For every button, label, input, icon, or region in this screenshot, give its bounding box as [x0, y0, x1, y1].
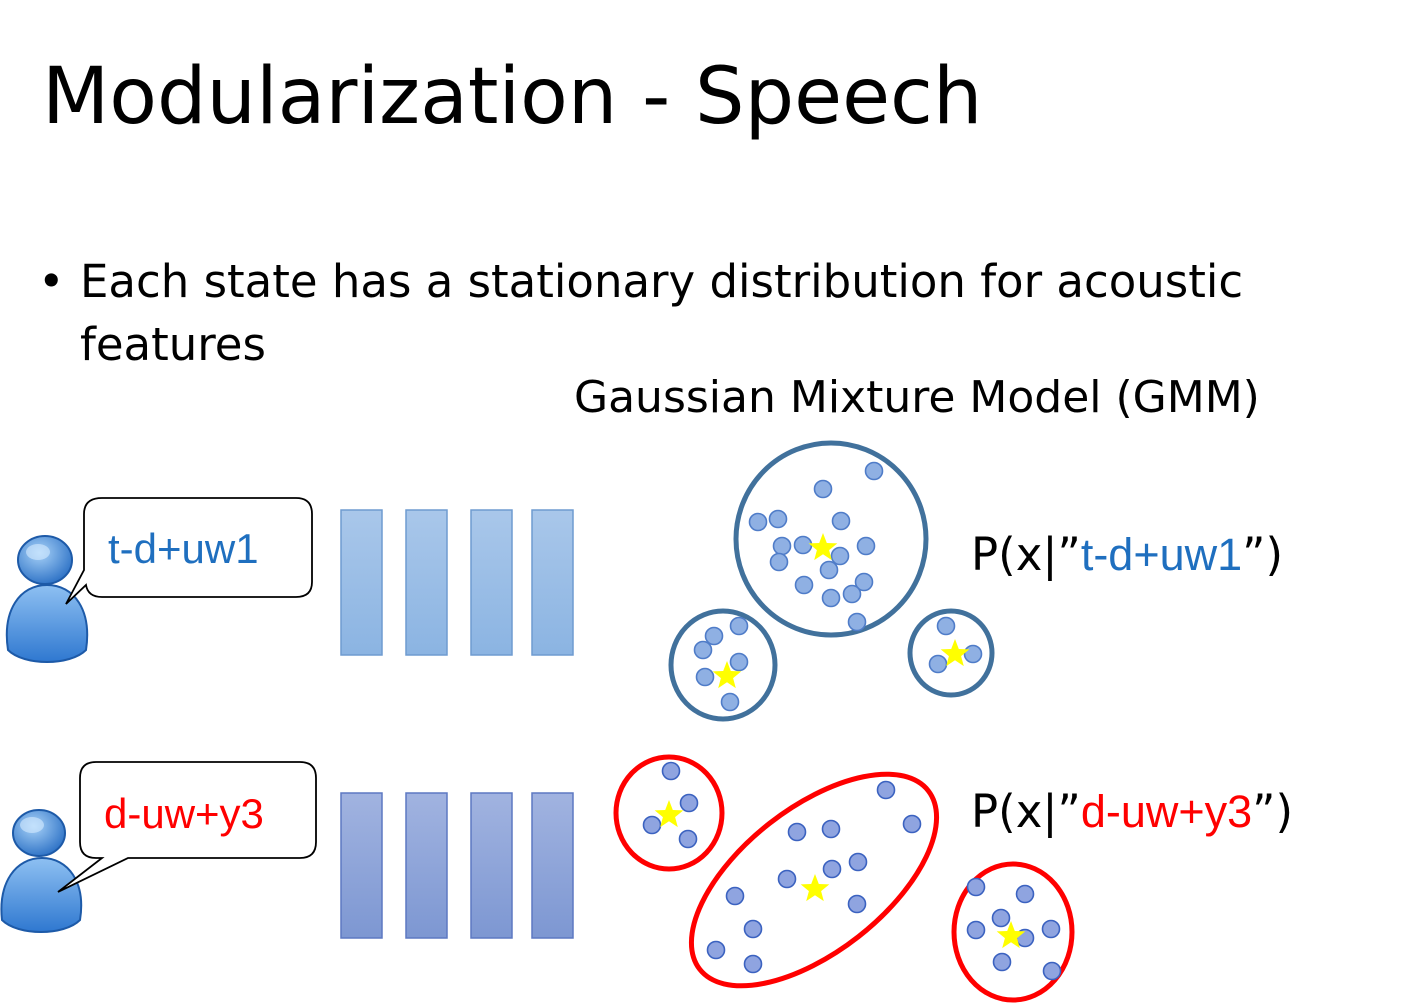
dot-icon [936, 616, 956, 636]
dot-icon [729, 616, 749, 636]
dot-icon [661, 761, 681, 781]
dot-icon [1015, 884, 1035, 904]
dot-icon [787, 822, 807, 842]
dot-icon [842, 584, 862, 604]
dot-icon [822, 859, 842, 879]
prob-suffix: ”) [1252, 785, 1294, 838]
dot-icon [1041, 919, 1061, 939]
state-label-2: d-uw+y3 [104, 790, 264, 837]
dot-icon [729, 652, 749, 672]
gaussian-component [668, 608, 778, 722]
feature-vector [531, 509, 574, 656]
speech-bubble [65, 497, 313, 605]
dot-icon [854, 572, 874, 592]
sample-points-2 [642, 761, 1062, 981]
person-icon [0, 809, 83, 933]
probability-label-1: P(x|”t-d+uw1”) [971, 528, 1283, 581]
dot-icon [992, 952, 1012, 972]
dot-icon [966, 920, 986, 940]
feature-vector [405, 509, 448, 656]
feature-vector [531, 792, 574, 939]
feature-vectors [340, 792, 574, 939]
dot-icon [819, 560, 839, 580]
dot-icon [725, 886, 745, 906]
dot-icon [902, 814, 922, 834]
dot-icon [831, 511, 851, 531]
dot-icon [830, 546, 850, 566]
dot-icon [876, 780, 896, 800]
dot-icon [777, 869, 797, 889]
dot-icon [679, 793, 699, 813]
dot-icon [704, 626, 724, 646]
dot-icon [794, 575, 814, 595]
feature-vector [470, 509, 513, 656]
dot-icon [768, 509, 788, 529]
dot-icon [772, 536, 792, 556]
dot-icon [848, 852, 868, 872]
gaussian-component [907, 608, 995, 698]
state-label-1: t-d+uw1 [108, 525, 259, 572]
gaussian-component [951, 861, 1075, 1003]
gaussian-component [688, 771, 940, 989]
prob-prefix: P(x|” [971, 785, 1081, 838]
dot-icon [813, 479, 833, 499]
speech-bubble [57, 761, 317, 893]
dot-icon [821, 819, 841, 839]
dot-icon [864, 461, 884, 481]
bullet-text: Each state has a stationary distribution… [80, 255, 1244, 371]
feature-vector [405, 792, 448, 939]
dot-icon [748, 512, 768, 532]
dot-icon [821, 588, 841, 608]
dot-icon [642, 815, 662, 835]
bullet-icon: • [38, 255, 65, 308]
sample-points-1 [693, 461, 983, 712]
slide-title: Modularization - Speech [42, 52, 983, 142]
gaussian-component [733, 440, 929, 638]
gmm-state-1 [668, 440, 995, 722]
dot-icon [963, 644, 983, 664]
feature-vector [340, 792, 383, 939]
prob-suffix: ”) [1242, 528, 1284, 581]
feature-vector [470, 792, 513, 939]
dot-icon [1042, 961, 1062, 981]
dot-icon [769, 552, 789, 572]
dot-icon [793, 535, 813, 555]
gmm-state-2 [613, 754, 1075, 1003]
dot-icon [743, 919, 763, 939]
dot-icon [847, 612, 867, 632]
star-icon [800, 874, 830, 902]
dot-icon [847, 894, 867, 914]
dot-icon [743, 954, 763, 974]
prob-state: t-d+uw1 [1080, 529, 1243, 580]
dot-icon [966, 877, 986, 897]
dot-icon [991, 908, 1011, 928]
person-icon [5, 535, 89, 663]
dot-icon [706, 940, 726, 960]
prob-prefix: P(x|” [971, 528, 1081, 581]
feature-vectors [340, 509, 574, 656]
gmm-heading: Gaussian Mixture Model (GMM) [574, 372, 1260, 423]
dot-icon [695, 667, 715, 687]
dot-icon [928, 654, 948, 674]
gaussian-component [613, 754, 725, 872]
dot-icon [693, 640, 713, 660]
feature-vector [340, 509, 383, 656]
probability-label-2: P(x|”d-uw+y3”) [971, 785, 1293, 838]
dot-icon [720, 692, 740, 712]
dot-icon [856, 536, 876, 556]
dot-icon [678, 829, 698, 849]
prob-state: d-uw+y3 [1080, 786, 1253, 837]
